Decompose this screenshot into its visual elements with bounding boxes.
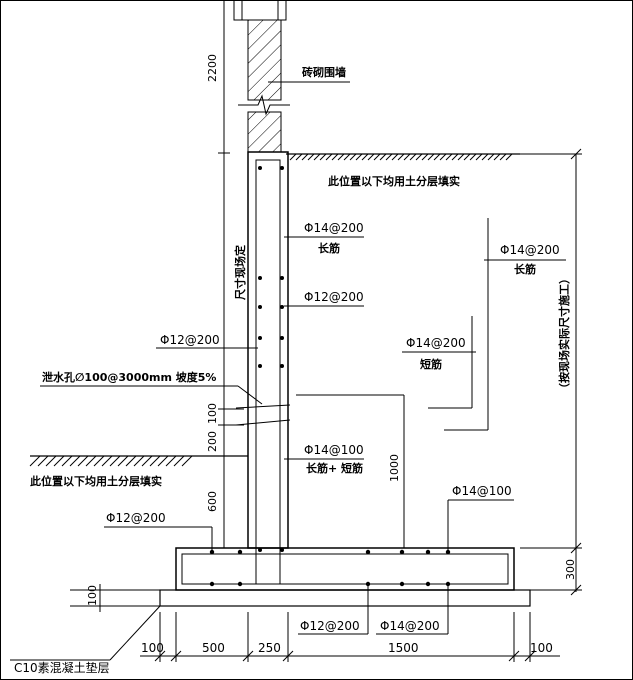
retaining-wall-stem (235, 151, 291, 585)
footing-labels: Φ12@200 Φ14@100 Φ12@200 Φ14@200 (104, 484, 514, 635)
dim-b250: 250 (258, 641, 281, 655)
fill-note-left: 此位置以下均用土分层填实 (30, 474, 162, 488)
fill-note-right: （按现场实际尺寸施工） (557, 273, 571, 394)
right-dims: （按现场实际尺寸施工） 300 (520, 148, 582, 596)
dim-1000: 1000 (388, 454, 401, 482)
footing (175, 547, 515, 591)
ground-line-top (286, 153, 520, 161)
rebar-legend-short-sub: 短筋 (420, 357, 442, 371)
fill-note-top: 此位置以下均用土分层填实 (328, 174, 460, 188)
brick-wall-text: 砖砌围墙 (302, 65, 346, 79)
pad-layer-label: C10素混凝土垫层 (14, 660, 110, 675)
drain-dims: 100 200 600 (206, 403, 244, 512)
rebar-heel-top: Φ14@100 (452, 484, 512, 498)
rebar-wall-dist: Φ12@200 (304, 290, 364, 304)
dim-b100-right: 100 (530, 641, 553, 655)
brick-wall-label: 砖砌围墙 (268, 65, 350, 83)
dim-300: 300 (564, 559, 577, 580)
rebar-legend-short: Φ14@200 (406, 336, 466, 350)
rebar-base-bottom-2: Φ14@200 (380, 619, 440, 633)
drain-hole-label: 泄水孔∅100@3000mm 坡度5% (40, 370, 263, 405)
rebar-legend-long-sub: 长筋 (514, 262, 536, 276)
dim-100-pad: 100 (86, 585, 99, 606)
concrete-pad: 100 C10素混凝土垫层 (10, 584, 531, 675)
rebar-wall-outer: Φ12@200 (160, 333, 220, 347)
rebar-wall-lower: Φ14@100 (304, 443, 364, 457)
dim-2200: 2200 (206, 54, 219, 82)
rebar-legend-long: Φ14@200 (500, 243, 560, 257)
dim-b500: 500 (202, 641, 225, 655)
rebar-wall-long: Φ14@200 (304, 221, 364, 235)
wall-height-note: 尺寸现场定 (233, 245, 247, 300)
stem-rebar-labels: Φ14@200 长筋 Φ12@200 Φ12@200 Φ14@100 长筋+ 短… (156, 221, 364, 475)
dim-200-drain: 200 (206, 431, 219, 452)
dim-600: 600 (206, 491, 219, 512)
dim-100-drain: 100 (206, 403, 219, 424)
drain-hole-text: 泄水孔∅100@3000mm 坡度5% (42, 370, 216, 384)
dim-b1500: 1500 (388, 641, 419, 655)
rebar-wall-lower-sub: 长筋+ 短筋 (306, 461, 363, 475)
rebar-wall-long-sub: 长筋 (318, 241, 340, 255)
rebar-legend: 1000 Φ14@200 长筋 Φ14@200 短筋 (296, 218, 566, 548)
rebar-base-bottom-1: Φ12@200 (300, 619, 360, 633)
brick-wall (233, 0, 290, 153)
dim-b100-left: 100 (141, 641, 164, 655)
rebar-toe-top: Φ12@200 (106, 511, 166, 525)
bottom-dims: 100 500 250 1500 100 (140, 612, 560, 662)
ground-line-left (29, 455, 248, 467)
